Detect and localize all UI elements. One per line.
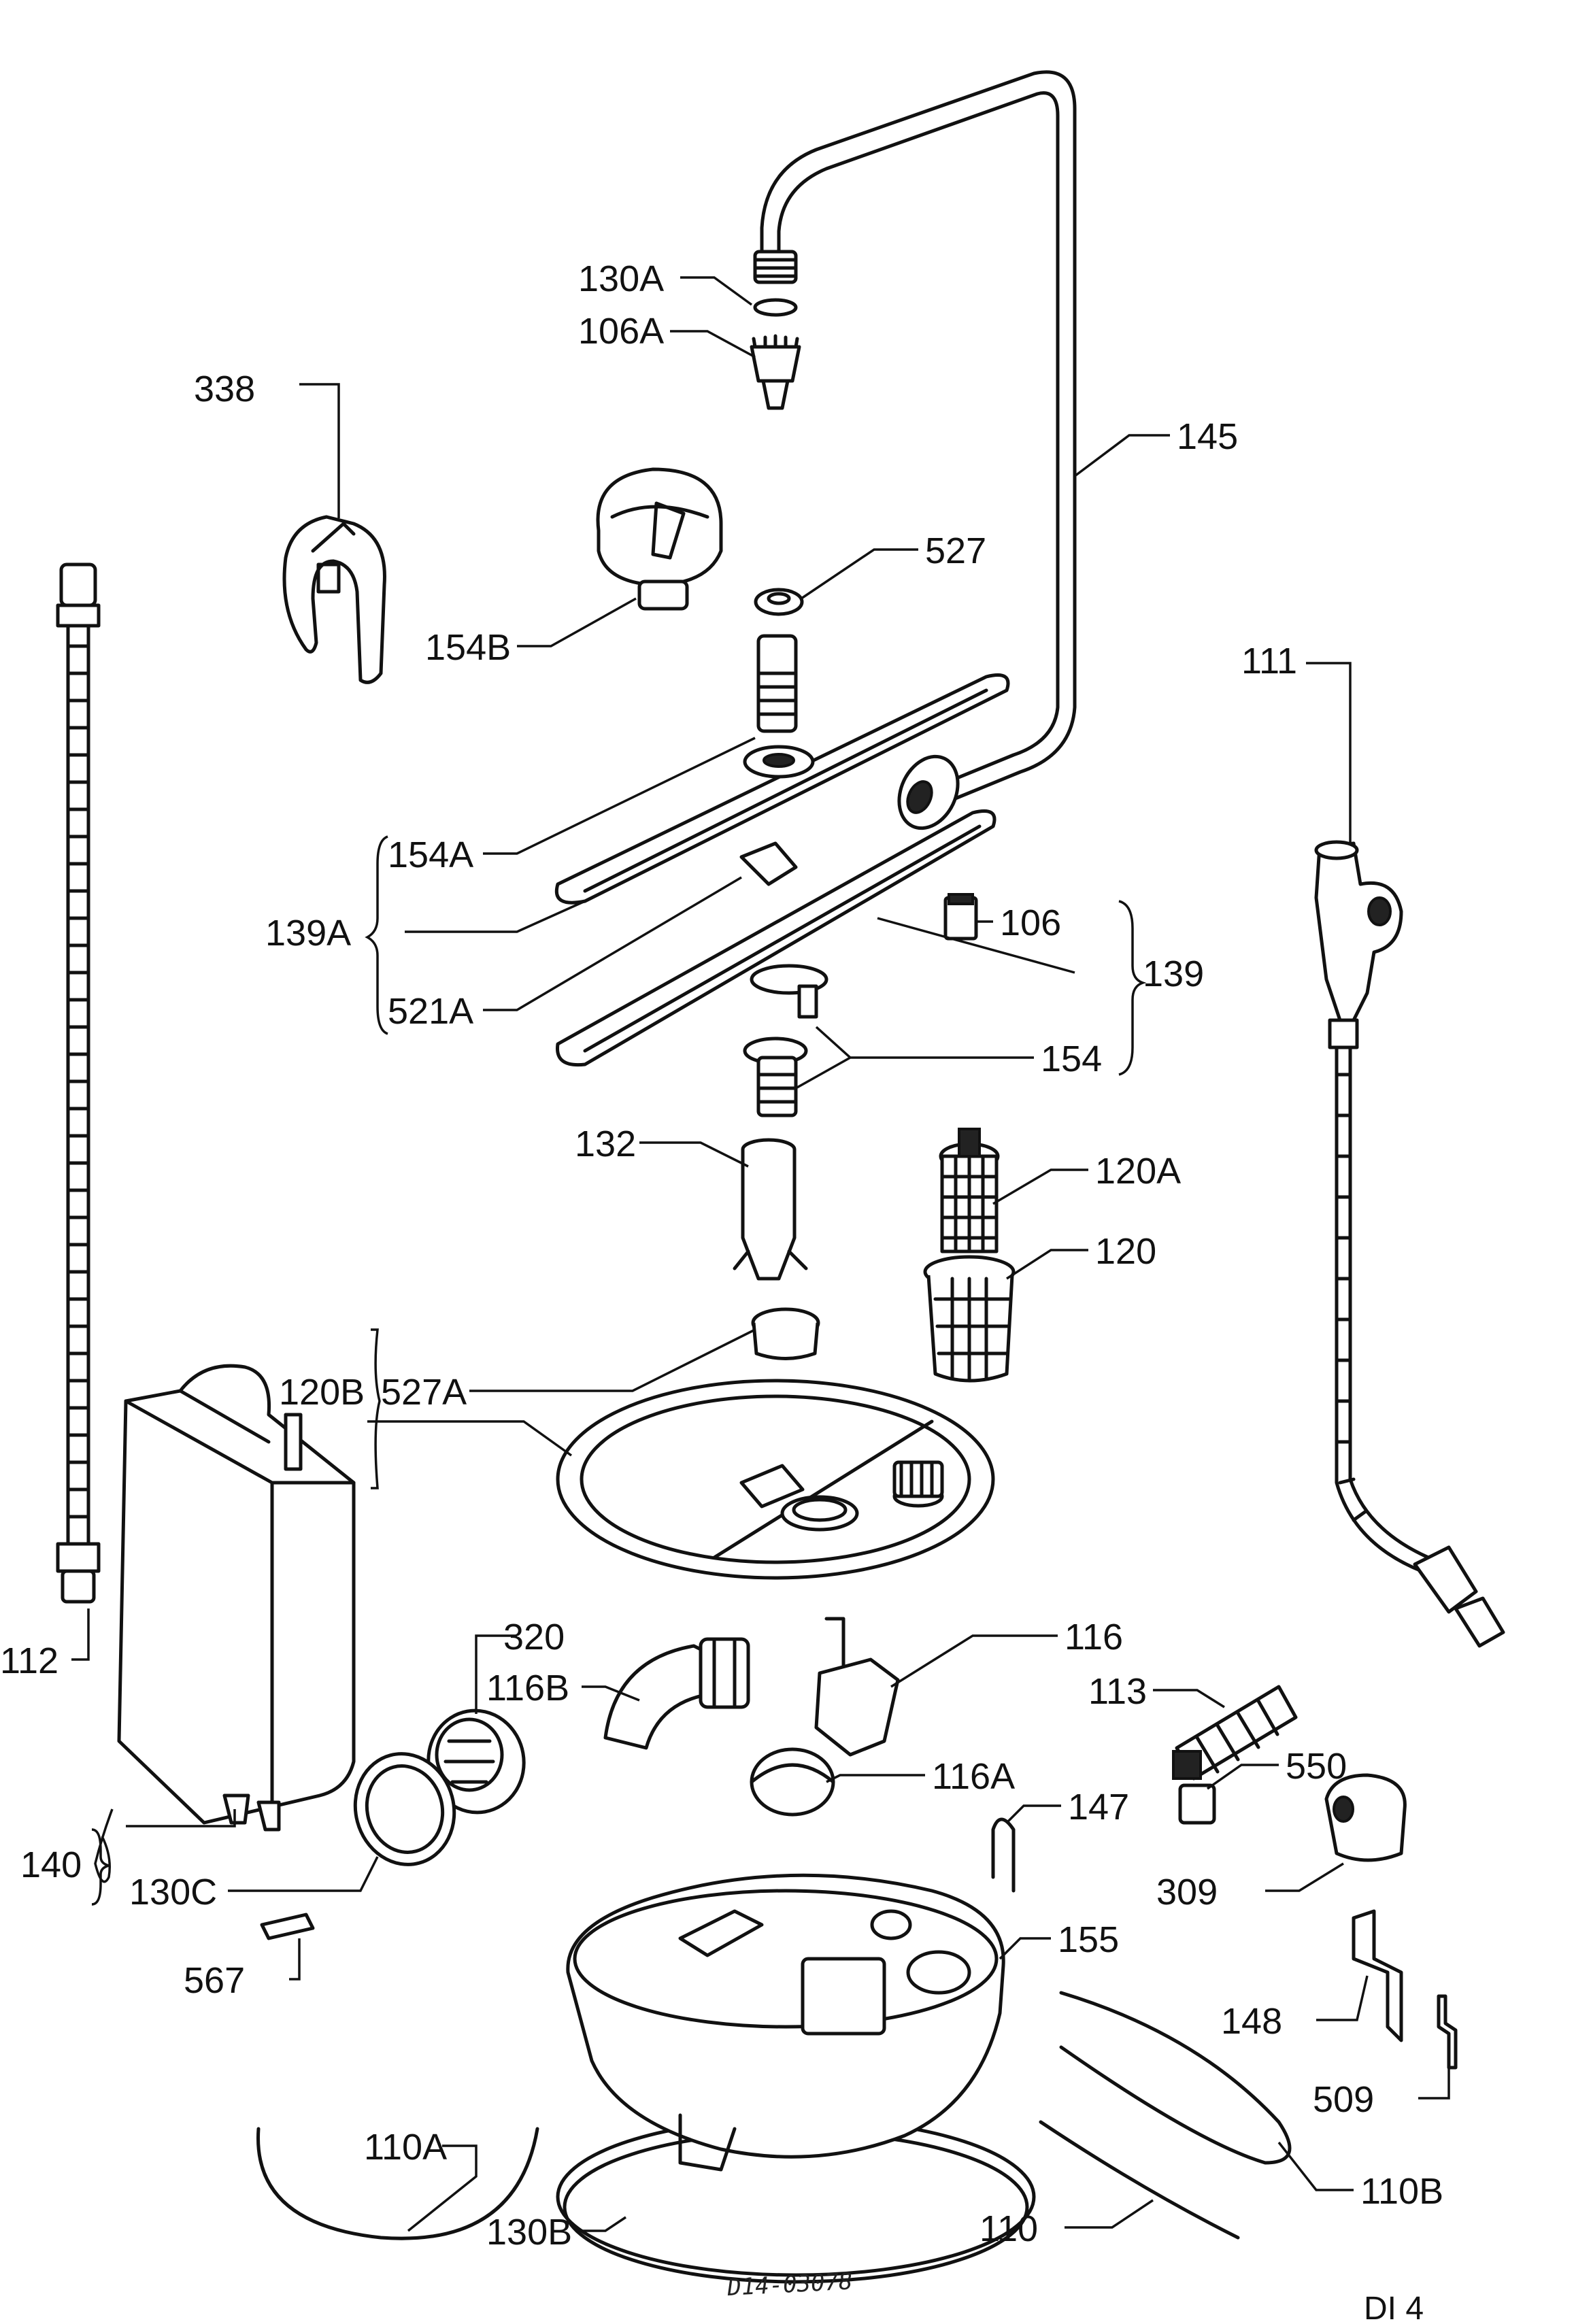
label-139: 139: [1143, 954, 1204, 994]
label-567: 567: [184, 1960, 245, 2001]
label-140: 140: [20, 1845, 82, 1885]
water-softener-140: [117, 1364, 356, 1832]
label-120: 120: [1095, 1231, 1156, 1272]
part-309: [1324, 1773, 1407, 1862]
nut-154B: [596, 467, 723, 611]
label-148: 148: [1221, 2001, 1282, 2042]
hose-110A: [256, 2127, 539, 2240]
label-154B: 154B: [425, 627, 511, 668]
callout-labels: 130A 106A 145 338 527 154B 111 154A 139A…: [0, 258, 1443, 2253]
float-cap-116A: [750, 1747, 835, 1817]
drawing-number: D14-03078: [726, 2268, 853, 2302]
filter-120A: [939, 1128, 1000, 1253]
label-155: 155: [1058, 1919, 1119, 1960]
grouping-brackets: [91, 835, 1147, 1906]
label-521A: 521A: [388, 991, 473, 1032]
label-110: 110: [979, 2208, 1038, 2249]
part-550: [1178, 1783, 1216, 1825]
spray-tube-145: [753, 70, 1077, 830]
gasket-130C: [353, 1752, 456, 1866]
inlet-valve-111: [1314, 840, 1505, 1648]
ring-527A: [751, 1307, 820, 1360]
label-110B: 110B: [1360, 2171, 1443, 2212]
inlet-hose-112: [56, 562, 101, 1604]
label-130B: 130B: [486, 2212, 572, 2253]
label-130C: 130C: [129, 1872, 217, 1913]
label-132: 132: [575, 1124, 636, 1164]
micro-filter-120B: [556, 1379, 995, 1580]
hub-154: [743, 964, 828, 1117]
nut-106A: [750, 334, 801, 410]
label-110A: 110A: [364, 2127, 447, 2168]
label-116: 116: [1065, 1617, 1123, 1657]
label-338: 338: [194, 369, 255, 409]
label-120A: 120A: [1095, 1151, 1181, 1192]
label-154A: 154A: [388, 835, 473, 875]
label-320: 320: [503, 1617, 565, 1657]
label-309: 309: [1156, 1872, 1218, 1913]
ring-527: [754, 588, 804, 616]
label-527A: 527A: [381, 1372, 467, 1413]
label-509: 509: [1313, 2079, 1374, 2120]
label-550: 550: [1286, 1746, 1347, 1787]
label-130A: 130A: [578, 258, 664, 299]
sump-155: [556, 1873, 1036, 2284]
label-527: 527: [925, 531, 986, 571]
label-112: 112: [0, 1640, 58, 1681]
label-154: 154: [1041, 1039, 1102, 1079]
wire-147: [991, 1817, 1016, 1893]
leader-lines: [71, 276, 1450, 2232]
label-113: 113: [1088, 1671, 1147, 1712]
hose-110B: [1059, 1991, 1292, 2165]
label-116A: 116A: [932, 1756, 1015, 1797]
label-106A: 106A: [578, 311, 664, 352]
clip-509: [1437, 1994, 1458, 2070]
hose-110: [1039, 2120, 1240, 2240]
upper-spray-arm-154A: [555, 634, 1010, 905]
label-111: 111: [1241, 641, 1297, 681]
label-116B: 116B: [486, 1668, 569, 1708]
page-code: DI 4: [1364, 2291, 1424, 2324]
clip-338: [282, 515, 386, 684]
label-147: 147: [1068, 1787, 1129, 1828]
cap-320: [426, 1708, 526, 1815]
label-145: 145: [1177, 416, 1238, 457]
clip-148: [1352, 1909, 1403, 2042]
label-120B: 120B: [279, 1372, 365, 1413]
float-116: [814, 1617, 900, 1757]
valve-113: [1172, 1685, 1298, 1781]
part-106: [943, 893, 978, 941]
lower-spray-arm-521A: [556, 809, 997, 1067]
label-139A: 139A: [265, 913, 351, 954]
clip-567: [260, 1913, 315, 1940]
o-ring-130A: [753, 298, 798, 317]
float-housing-116B: [603, 1637, 750, 1750]
filter-120: [923, 1255, 1016, 1383]
label-106: 106: [1000, 903, 1061, 943]
tube-132: [733, 1138, 808, 1281]
